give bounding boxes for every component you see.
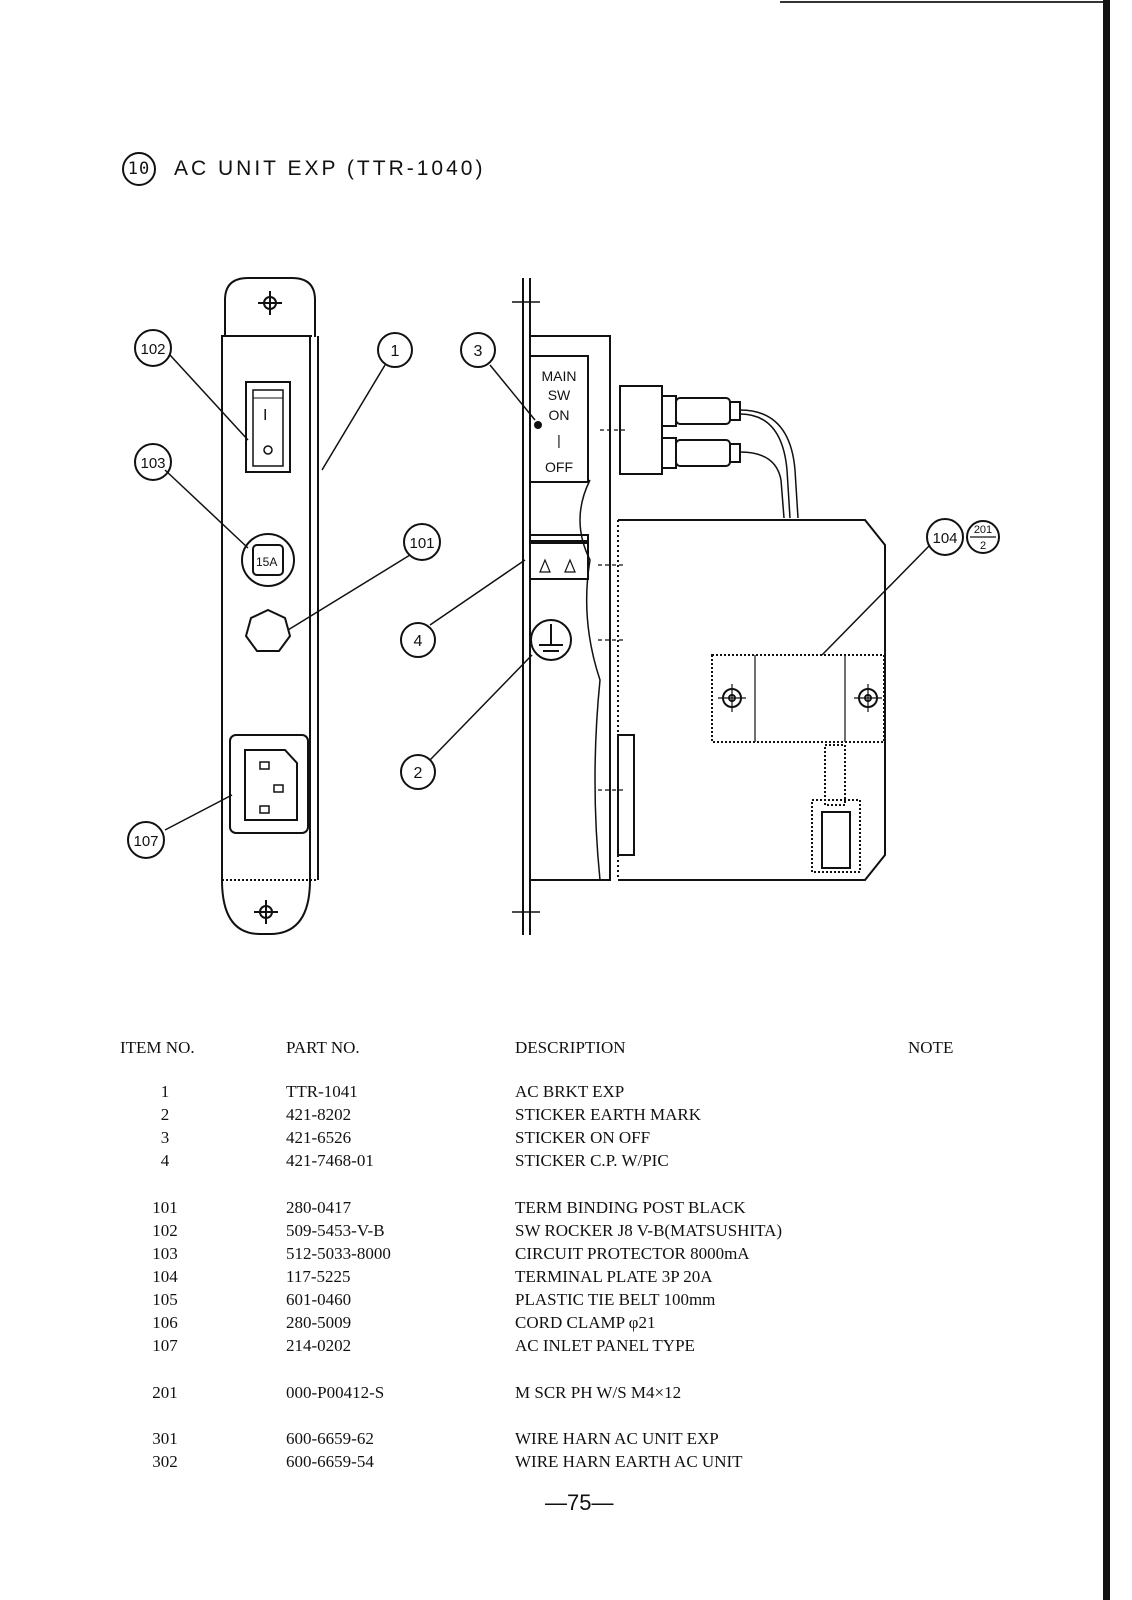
table-cell-item: 106 [152, 1313, 178, 1332]
circuit-protector-icon [241, 533, 295, 587]
callout-2: 2 [414, 765, 423, 782]
terminal-plate [711, 654, 885, 743]
table-cell-item: 3 [160, 1128, 170, 1147]
table-cell-part: 421-6526 [286, 1128, 352, 1147]
table-cell-item: 102 [152, 1221, 178, 1240]
table-cell-desc: AC BRKT EXP [515, 1082, 625, 1101]
table-cell-item: 1 [160, 1082, 170, 1101]
cp-sticker [529, 534, 589, 580]
table-cell-item: 107 [152, 1336, 178, 1355]
table-cell-desc: TERMINAL PLATE 3P 20A [515, 1267, 713, 1286]
callout-107: 107 [133, 833, 158, 850]
header-item: ITEM NO. [120, 1038, 195, 1057]
callout-104: 104 [932, 530, 957, 547]
earth-sticker-icon [530, 619, 572, 661]
table-cell-desc: STICKER ON OFF [515, 1128, 651, 1147]
section-title-text: AC UNIT EXP (TTR-1040) [174, 157, 486, 180]
table-cell-item: 103 [152, 1244, 178, 1263]
header-note: NOTE [908, 1038, 954, 1057]
callout-101: 101 [409, 535, 434, 552]
header-desc: DESCRIPTION [515, 1038, 626, 1057]
table-cell-item: 302 [152, 1452, 178, 1471]
table-cell-item: 301 [152, 1429, 178, 1448]
table-cell-part: 509-5453-V-B [286, 1221, 385, 1240]
table-cell-desc: TERM BINDING POST BLACK [515, 1198, 746, 1217]
top-border-line [780, 1, 1110, 3]
table-cell-part: 600-6659-62 [286, 1429, 374, 1448]
ac-unit-diagram: I 15A [127, 277, 1000, 935]
side-view [512, 278, 886, 935]
screw-bottom-icon [254, 900, 278, 924]
right-binding-bar [1103, 0, 1110, 1600]
table-cell-desc: M SCR PH W/S M4×12 [515, 1383, 682, 1402]
callout-leaders [164, 354, 931, 831]
table-cell-desc: SW ROCKER J8 V-B(MATSUSHITA) [515, 1221, 783, 1240]
front-panel: I 15A [221, 277, 319, 935]
main-sw-sticker [529, 355, 589, 483]
table-cell-part: 214-0202 [286, 1336, 352, 1355]
table-cell-item: 101 [152, 1198, 178, 1217]
table-cell-part: 280-5009 [286, 1313, 352, 1332]
main-sw-text: MAIN SW ON | OFF [542, 368, 577, 475]
table-cell-item: 104 [152, 1267, 178, 1286]
callout-3: 3 [474, 343, 483, 360]
table-cell-desc: WIRE HARN EARTH AC UNIT [515, 1452, 743, 1471]
table-cell-part: 280-0417 [286, 1198, 352, 1217]
sticker-line-5: OFF [545, 459, 573, 475]
table-cell-part: 421-7468-01 [286, 1151, 374, 1170]
header-part: PART NO. [286, 1038, 360, 1057]
table-cell-part: 600-6659-54 [286, 1452, 374, 1471]
table-cell-item: 201 [152, 1383, 178, 1402]
table-cell-desc: AC INLET PANEL TYPE [515, 1336, 695, 1355]
rocker-switch-icon [245, 381, 291, 473]
table-cell-desc: CIRCUIT PROTECTOR 8000mA [515, 1244, 750, 1263]
callout-201-bottom: 2 [980, 540, 986, 552]
terminal-screw-left-icon [718, 684, 746, 712]
callout-102: 102 [140, 341, 165, 358]
sticker-line-2: SW [548, 387, 571, 403]
sticker-line-4: | [557, 432, 561, 448]
binding-post-icon [244, 608, 292, 652]
section-title: 10 AC UNIT EXP (TTR-1040) [122, 152, 485, 186]
table-cell-part: 512-5033-8000 [286, 1244, 391, 1263]
callout-circles [127, 329, 1000, 859]
callout-4: 4 [414, 633, 423, 650]
table-cell-desc: STICKER C.P. W/PIC [515, 1151, 669, 1170]
table-cell-item: 4 [160, 1151, 170, 1170]
callout-1: 1 [391, 343, 400, 360]
table-cell-desc: WIRE HARN AC UNIT EXP [515, 1429, 719, 1448]
terminal-screw-right-icon [854, 684, 882, 712]
callout-103: 103 [140, 455, 165, 472]
table-cell-item: 105 [152, 1290, 178, 1309]
table-cell-desc: PLASTIC TIE BELT 100mm [515, 1290, 716, 1309]
screw-top-icon [258, 291, 282, 315]
page-number: —75— [545, 1490, 614, 1515]
callout-labels: 102 1 103 101 3 4 2 107 104 201 2 [133, 341, 992, 850]
callout-201-top: 201 [974, 524, 992, 536]
sticker-line-1: MAIN [542, 368, 577, 384]
switch-on-mark: I [263, 407, 267, 424]
table-cell-part: TTR-1041 [286, 1082, 358, 1101]
section-number: 10 [122, 152, 156, 186]
table-cell-part: 421-8202 [286, 1105, 352, 1124]
table-cell-part: 117-5225 [286, 1267, 351, 1286]
table-cell-desc: CORD CLAMP φ21 [515, 1313, 656, 1332]
table-cell-part: 601-0460 [286, 1290, 352, 1309]
sticker-line-3: ON [549, 407, 570, 423]
table-cell-part: 000-P00412-S [286, 1383, 385, 1402]
protector-label: 15A [256, 555, 277, 569]
table-cell-item: 2 [160, 1105, 170, 1124]
ac-inlet-icon [229, 734, 309, 834]
table-cell-desc: STICKER EARTH MARK [515, 1105, 701, 1124]
